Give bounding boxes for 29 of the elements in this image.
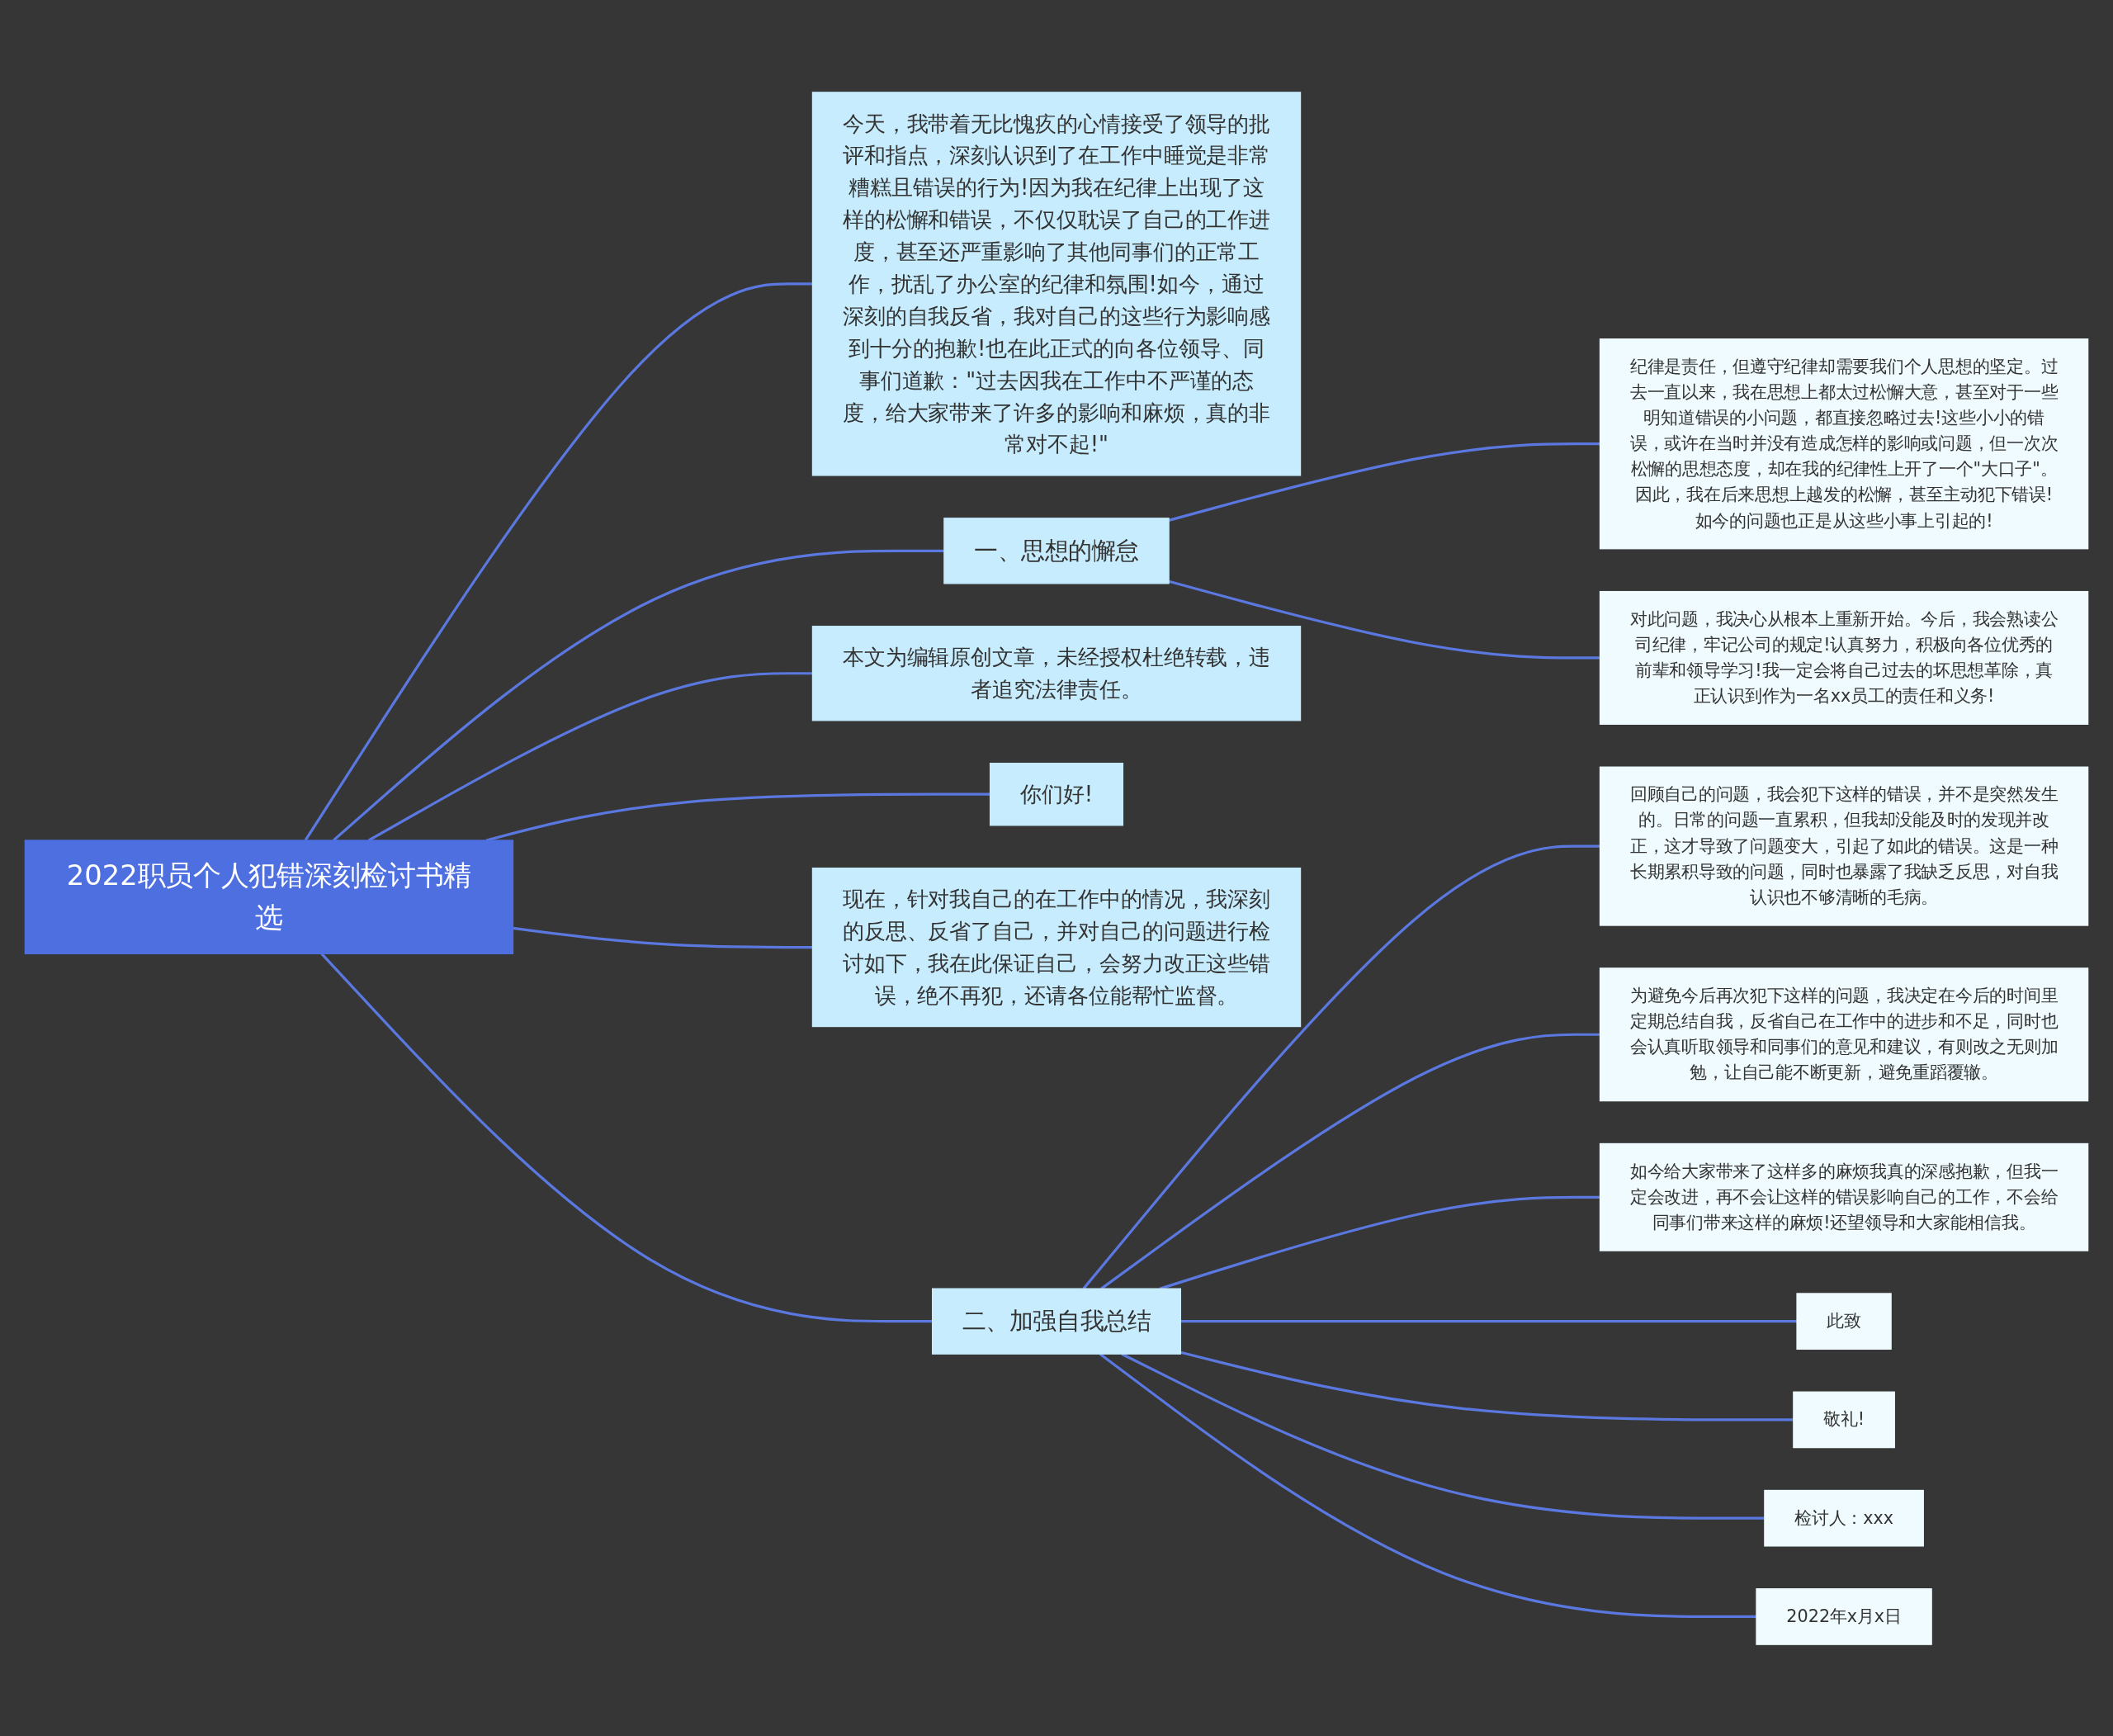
connector [333, 549, 944, 841]
connector [1121, 1352, 1765, 1520]
node-box: 现在，针对我自己的在工作中的情况，我深刻的反思、反省了自己，并对自己的问题进行检讨如下，我在此保证自己，会努力改正这些错误，绝不再犯，还请各位能帮忙监督。 [811, 867, 1302, 1027]
connector [304, 281, 813, 841]
node-box: 2022年x月x日 [1756, 1587, 1932, 1645]
node-box: 今天，我带着无比愧疚的心情接受了领导的批评和指点，深刻认识到了在工作中睡觉是非常糟糕且错误的行为!因为我在纪律上出现了这样的松懈和错误，不仅仅耽误了自己的工作进度，甚至还严重影响了其他同事们的正常工作，扰乱了办公室的纪律和氛围!如今，通过深刻的自我反省，我对自己的这些行为影响感到十分的抱歉!也在此正式的向各位领导、同事们道歉："过去因我在工作中不严谨的态度，给大家带来了许多的影响和麻烦，真的非常对不起!" [811, 91, 1302, 476]
node-box: 此致 [1796, 1292, 1892, 1350]
connector [1168, 442, 1600, 522]
node-box: 你们好! [989, 762, 1124, 825]
connector [1180, 1319, 1798, 1322]
connector [1168, 579, 1600, 660]
node-box: 纪律是责任，但遵守纪律却需要我们个人思想的坚定。过去一直以来，我在思想上都太过松懈大意，甚至对于一些明知道错误的小问题，都直接忽略过去!这些小小的错误，或许在当时并没有造成怎样的影响或问题，但一次次松懈的思想态度，却在我的纪律性上开了一个"大口子"。因此，我在后来思想上越发的松懈，甚至主动犯下错误!如今的问题也正是从这些小事上引起的! [1599, 338, 2089, 549]
node-box: 一、思想的懈怠 [943, 517, 1170, 584]
connector [320, 952, 933, 1322]
connector [513, 926, 813, 948]
connector [1100, 1033, 1600, 1289]
node-box: 二、加强自我总结 [932, 1287, 1181, 1355]
node-box: 回顾自己的问题，我会犯下这样的错误，并不是突然发生的。日常的问题一直累积，但我却没能及时的发现并改正，这才导致了问题变大，引起了如此的错误。这是一种长期累积导致的问题，同时也暴露了我缺乏反思，对自我认识也不够清晰的毛病。 [1599, 766, 2089, 926]
connector [1179, 1350, 1794, 1421]
connector [1082, 844, 1600, 1289]
node-box: 本文为编辑原创文章，未经授权杜绝转载，违者追究法律责任。 [811, 625, 1302, 721]
node-box: 为避免今后再次犯下这样的问题，我决定在今后的时间里定期总结自我，反省自己在工作中的进步和不足，同时也会认真听取领导和同事们的意见和建议，有则改之无则加勉，让自己能不断更新，避免重蹈覆辙。 [1599, 967, 2089, 1101]
node-box: 检讨人：xxx [1764, 1489, 1924, 1547]
node-box: 如今给大家带来了这样多的麻烦我真的深感抱歉，但我一定会改进，再不会让这样的错误影响自己的工作，不会给同事们带来这样的麻烦!还望领导和大家能相信我。 [1599, 1142, 2089, 1251]
connector [1099, 1352, 1756, 1618]
node-box: 对此问题，我决心从根本上重新开始。今后，我会熟读公司纪律，牢记公司的规定!认真努力，积极向各位优秀的前辈和领导学习!我一定会将自己过去的坏思想革除，真正认识到作为一名xx员工的责任和义务! [1599, 590, 2089, 725]
node-box: 敬礼! [1793, 1391, 1895, 1448]
node-box: 2022职员个人犯错深刻检讨书精选 [24, 839, 514, 954]
connector [368, 671, 813, 841]
